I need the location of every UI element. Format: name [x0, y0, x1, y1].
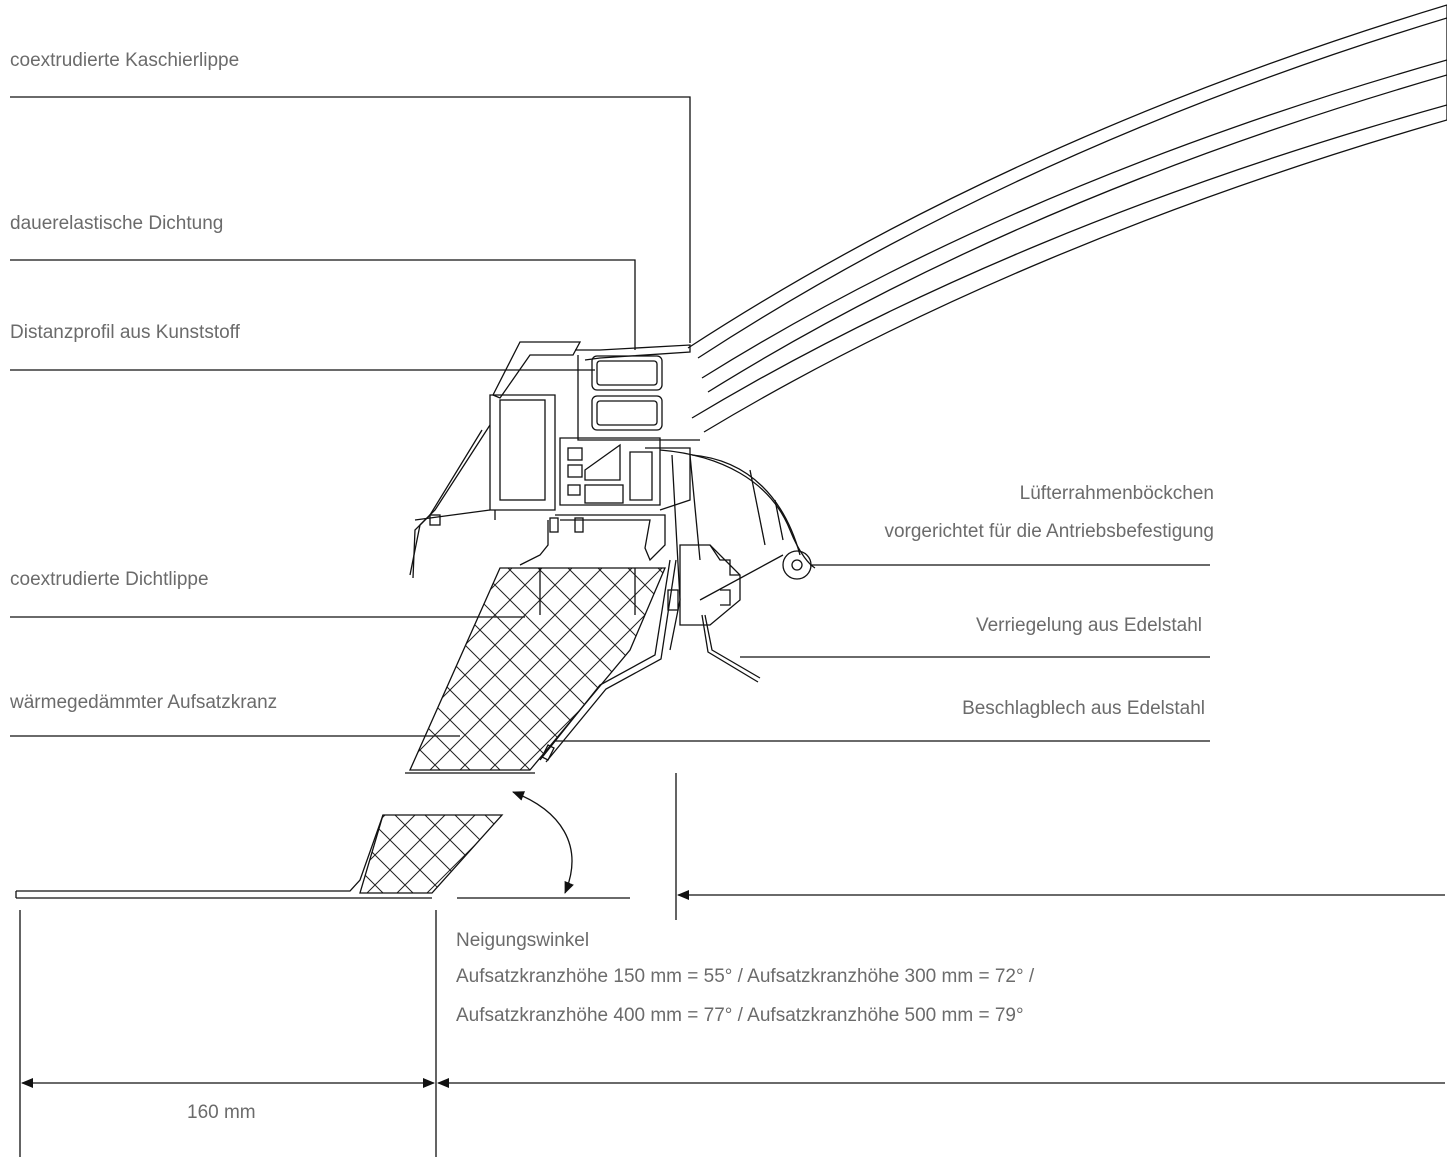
width-dimension-label: 160 mm [187, 1102, 256, 1123]
leader-dichtung [10, 259, 636, 350]
label-beschlagblech: Beschlagblech aus Edelstahl [962, 698, 1205, 719]
fan-frame-bracket [659, 449, 816, 601]
angle-values-line2: Aufsatzkranzhöhe 400 mm = 77° / Aufsatzk… [456, 1005, 1024, 1026]
angle-title: Neigungswinkel [456, 930, 590, 951]
label-dichtung: dauerelastische Dichtung [10, 213, 224, 234]
angle-values-line1: Aufsatzkranzhöhe 150 mm = 55° / Aufsatzk… [456, 966, 1035, 987]
curb-sheet-metal [539, 559, 677, 763]
locking-mechanism [667, 454, 761, 683]
label-kaschierlippe: coextrudierte Kaschierlippe [10, 50, 240, 71]
frame-profile [409, 341, 700, 579]
leader-kaschierlippe [10, 96, 691, 343]
curb-lower [15, 814, 630, 899]
leader-lines [10, 96, 1210, 742]
label-antrieb: vorgerichtet für die Antriebsbefestigung [884, 521, 1214, 542]
angle-arc-arrow [512, 791, 574, 894]
dimension-lines [19, 773, 1445, 1157]
label-aufsatzkranz: wärmegedämmter Aufsatzkranz [10, 692, 278, 713]
dome-glazing [687, 4, 1447, 433]
label-verriegelung: Verriegelung aus Edelstahl [975, 615, 1202, 636]
label-dichtlippe: coextrudierte Dichtlippe [10, 569, 209, 590]
label-distanzprofil: Distanzprofil aus Kunststoff [10, 322, 240, 343]
label-boeckchen: Lüfterrahmenböckchen [1019, 483, 1214, 504]
